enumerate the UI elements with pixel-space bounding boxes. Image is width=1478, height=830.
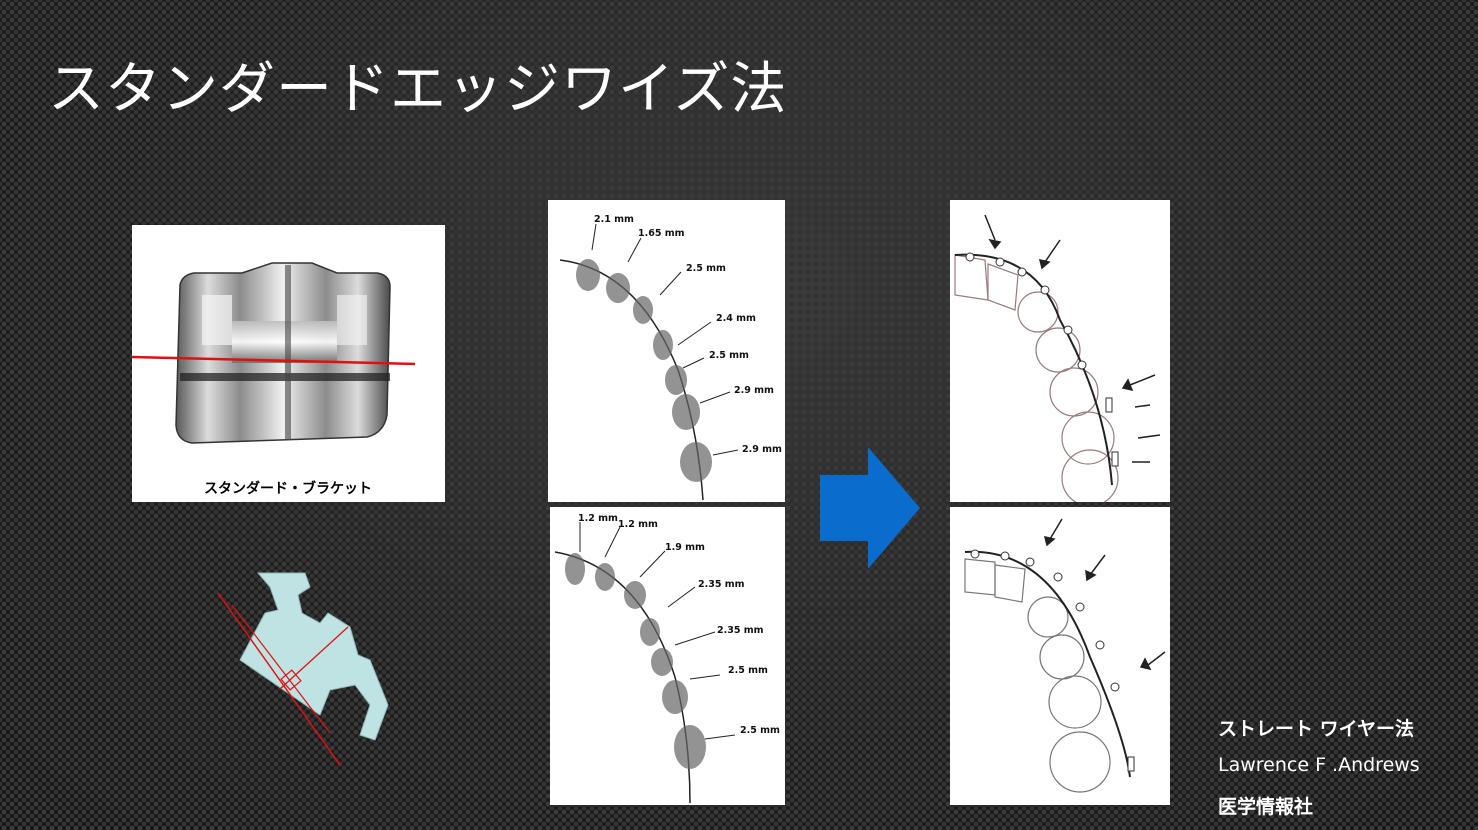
credit-author: Lawrence F .Andrews: [1218, 754, 1420, 776]
upper-wire-arch-image: [950, 200, 1170, 502]
upper-measure-4: 2.4 mm: [716, 313, 756, 324]
lower-arch-measurement-image: 1.2 mm 1.2 mm 1.9 mm 2.35 mm 2.35 mm 2.5…: [550, 507, 785, 805]
upper-arch-measurement-image: 2.1 mm 1.65 mm 2.5 mm 2.4 mm 2.5 mm 2.9 …: [548, 200, 785, 502]
upper-measure-3: 2.5 mm: [686, 263, 726, 274]
credit-method: ストレート ワイヤー法: [1218, 718, 1415, 740]
upper-measure-5: 2.5 mm: [709, 350, 749, 361]
lower-measure-2: 1.2 mm: [618, 519, 658, 530]
right-arrow-icon: [820, 447, 920, 569]
lower-measure-5: 2.35 mm: [717, 625, 764, 636]
lower-measure-7: 2.5 mm: [740, 725, 780, 736]
bracket-profile-diagram: [210, 565, 400, 770]
upper-measure-6: 2.9 mm: [734, 385, 774, 396]
lower-wire-arch-image: [950, 507, 1170, 805]
bracket-image: スタンダード・ブラケット: [132, 225, 445, 502]
slide-title: スタンダードエッジワイズ法: [48, 57, 788, 122]
bracket-label: スタンダード・ブラケット: [204, 480, 372, 497]
lower-measure-1: 1.2 mm: [578, 513, 618, 524]
credit-publisher: 医学情報社: [1218, 796, 1314, 818]
lower-measure-3: 1.9 mm: [665, 542, 705, 553]
lower-measure-4: 2.35 mm: [698, 579, 745, 590]
upper-measure-7: 2.9 mm: [742, 444, 782, 455]
upper-measure-1: 2.1 mm: [594, 214, 634, 225]
upper-measure-2: 1.65 mm: [638, 228, 685, 239]
lower-measure-6: 2.5 mm: [728, 665, 768, 676]
